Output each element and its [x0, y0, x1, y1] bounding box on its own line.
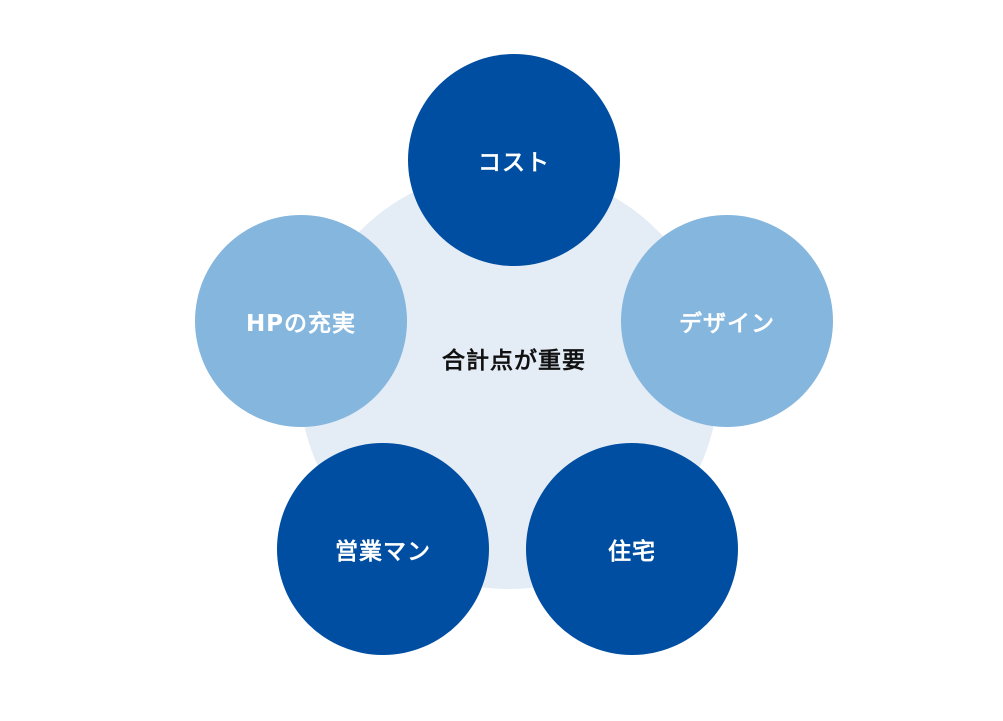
- factor-label-design: デザイン: [679, 311, 775, 337]
- center-label: 合計点が重要: [442, 348, 586, 374]
- factor-label-salesperson: 営業マン: [335, 539, 431, 565]
- factor-circle-design: デザイン: [621, 215, 833, 427]
- factor-label-website: HPの充実: [245, 311, 357, 337]
- factor-label-house: 住宅: [608, 539, 656, 565]
- factor-circle-website: HPの充実: [195, 215, 407, 427]
- factor-label-cost: コスト: [478, 150, 550, 176]
- factor-circle-cost: コスト: [408, 54, 620, 266]
- factor-circle-house: 住宅: [526, 443, 738, 655]
- factor-circle-salesperson: 営業マン: [277, 443, 489, 655]
